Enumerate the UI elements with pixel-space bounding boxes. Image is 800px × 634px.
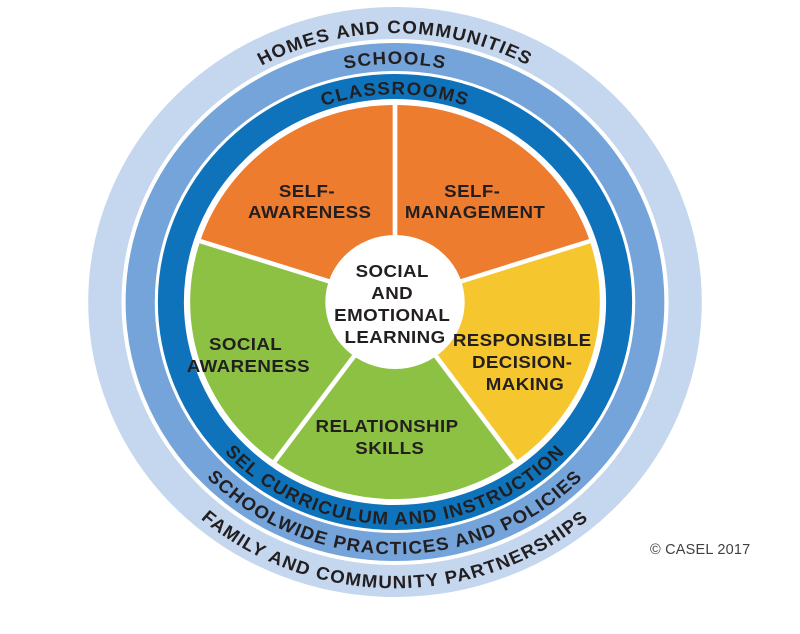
segment-label-social-awareness: SOCIAL AWARENESS <box>187 333 310 376</box>
segment-self-management <box>395 105 590 302</box>
center-circle <box>325 235 465 369</box>
segment-self-awareness <box>200 105 395 302</box>
segment-label-responsible-decision-making: RESPONSIBLE DECISION- MAKING <box>453 329 597 394</box>
segment-label-self-awareness: SELF- AWARENESS <box>248 180 371 222</box>
center-label-social-emotional-learning: SOCIAL AND EMOTIONAL LEARNING <box>334 260 456 347</box>
copyright-notice: © CASEL 2017 <box>650 542 751 558</box>
ring-homes-communities <box>88 7 702 597</box>
segment-label-self-management: SELF- MANAGEMENT <box>405 180 546 222</box>
segment-label-relationship-skills: RELATIONSHIP SKILLS <box>316 415 465 458</box>
ring-classrooms <box>157 74 633 530</box>
segment-relationship-skills <box>274 302 516 500</box>
ring-schools <box>125 43 665 561</box>
